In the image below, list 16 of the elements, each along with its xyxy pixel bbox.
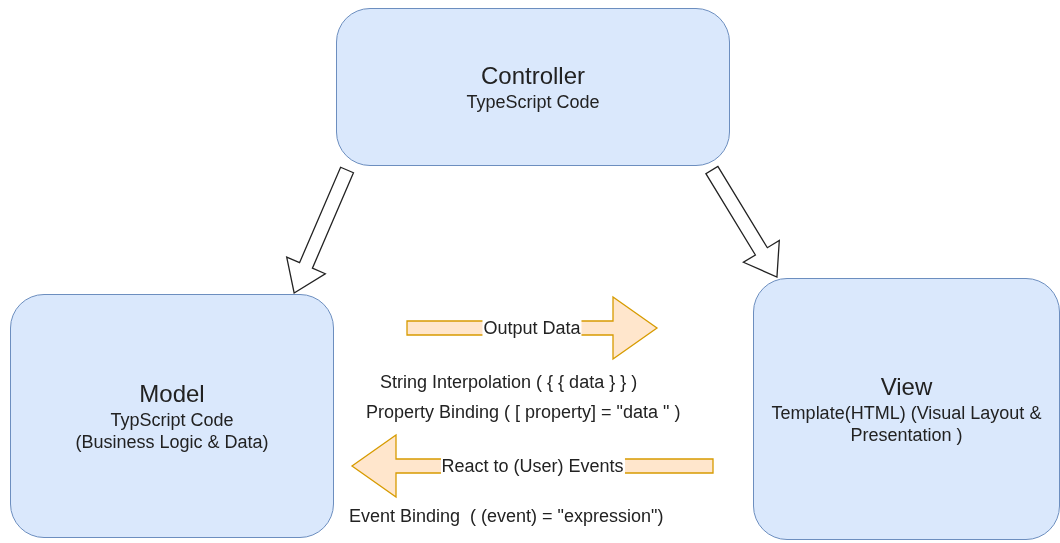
edge-label: Output Data [482, 318, 582, 338]
edge-label: React to (User) Events [440, 456, 625, 476]
binding-note: Property Binding ( [ property] = "data " ) [366, 401, 681, 423]
rounded-box [753, 278, 1060, 540]
box-subtitle: TypScript Code (Business Logic & Data) [74, 409, 270, 453]
box-title: View [880, 372, 933, 402]
box-subtitle: TypeScript Code [466, 91, 600, 113]
box-title: Model [139, 379, 205, 409]
binding-note: String Interpolation ( { { data } } ) [380, 371, 638, 393]
block-arrow [705, 165, 781, 278]
binding-note: Event Binding ( (event) = "expression") [349, 505, 664, 527]
block-arrow [285, 166, 355, 295]
box-subtitle: Template(HTML) (Visual Layout & Presentation ) [770, 402, 1043, 446]
rounded-box [10, 294, 334, 538]
box-title: Controller [480, 61, 585, 91]
rounded-box [336, 8, 730, 166]
